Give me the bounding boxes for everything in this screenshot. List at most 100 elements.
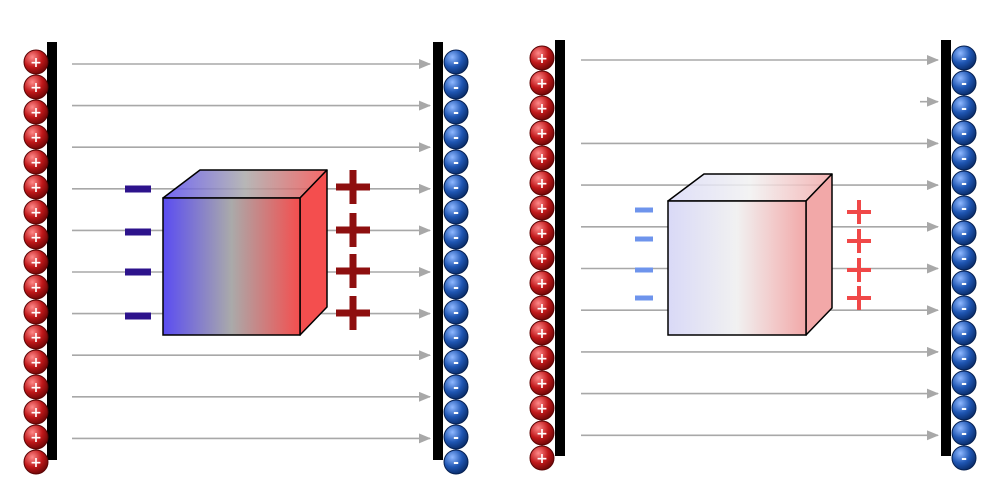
induced-positive-sign — [847, 258, 871, 282]
negative-charge-label: - — [961, 51, 967, 67]
positive-charge-ball: + — [529, 320, 555, 346]
negative-charge-label: - — [453, 180, 459, 196]
negative-charge-ball: - — [951, 270, 977, 296]
negative-charge-ball: - — [951, 295, 977, 321]
block-front-face — [162, 197, 301, 336]
negative-charge-label: - — [961, 451, 967, 467]
negative-charge-label: - — [453, 380, 459, 396]
negative-charge-ball: - — [443, 424, 469, 450]
positive-charge-label: + — [536, 126, 548, 142]
negative-charge-ball: - — [443, 174, 469, 200]
negative-charge-ball: - — [443, 274, 469, 300]
induced-negative-sign — [635, 267, 653, 273]
negative-charge-ball: - — [951, 345, 977, 371]
positive-charge-ball: + — [529, 270, 555, 296]
negative-charge-ball: - — [951, 320, 977, 346]
positive-charge-label: + — [30, 130, 42, 146]
positive-charge-ball: + — [23, 449, 49, 475]
induced-positive-sign — [847, 286, 871, 310]
positive-charge-ball: + — [529, 445, 555, 471]
negative-charge-ball: - — [443, 124, 469, 150]
negative-charge-label: - — [453, 255, 459, 271]
positive-charge-ball: + — [23, 124, 49, 150]
positive-charge-label: + — [30, 330, 42, 346]
positive-charge-ball: + — [23, 249, 49, 275]
positive-charge-label: + — [30, 255, 42, 271]
positive-charge-ball: + — [23, 224, 49, 250]
dielectric-block — [667, 173, 833, 336]
negative-charge-ball: - — [443, 99, 469, 125]
positive-charge-label: + — [30, 405, 42, 421]
block-front-face — [667, 200, 807, 336]
negative-charge-ball: - — [443, 199, 469, 225]
positive-charge-label: + — [30, 105, 42, 121]
positive-plate — [555, 40, 565, 456]
induced-negative-sign — [635, 207, 653, 213]
negative-charge-label: - — [453, 355, 459, 371]
induced-negative-sign — [635, 236, 653, 242]
induced-negative-sign — [125, 312, 151, 320]
positive-charge-label: + — [536, 401, 548, 417]
positive-charge-label: + — [30, 180, 42, 196]
positive-charge-ball: + — [529, 170, 555, 196]
positive-charge-ball: + — [23, 349, 49, 375]
induced-positive-sign — [336, 170, 370, 204]
negative-charge-label: - — [961, 426, 967, 442]
block-top-face — [667, 173, 833, 202]
positive-charge-ball: + — [529, 195, 555, 221]
induced-charges — [125, 170, 871, 330]
positive-charge-label: + — [536, 301, 548, 317]
positive-charge-ball: + — [529, 45, 555, 71]
positive-charge-label: + — [536, 351, 548, 367]
induced-positive-sign — [336, 296, 370, 330]
block-top-face — [162, 169, 328, 199]
positive-charge-ball: + — [23, 299, 49, 325]
negative-charge-ball: - — [951, 45, 977, 71]
negative-charge-label: - — [453, 230, 459, 246]
negative-charge-ball: - — [443, 299, 469, 325]
negative-charge-ball: - — [443, 324, 469, 350]
positive-charge-ball: + — [529, 370, 555, 396]
negative-charge-ball: - — [443, 74, 469, 100]
negative-charge-label: - — [961, 176, 967, 192]
positive-charge-label: + — [536, 76, 548, 92]
negative-charge-label: - — [453, 455, 459, 471]
negative-charge-label: - — [961, 76, 967, 92]
positive-charge-label: + — [30, 380, 42, 396]
negative-charge-ball: - — [951, 370, 977, 396]
negative-charge-label: - — [961, 351, 967, 367]
induced-negative-sign — [125, 185, 151, 193]
positive-charge-ball: + — [529, 420, 555, 446]
negative-charge-label: - — [961, 276, 967, 292]
positive-charge-ball: + — [23, 49, 49, 75]
negative-charge-ball: - — [443, 249, 469, 275]
positive-charge-label: + — [536, 51, 548, 67]
negative-charge-label: - — [961, 101, 967, 117]
positive-charge-label: + — [536, 276, 548, 292]
block-side-face — [805, 173, 833, 336]
dielectric-blocks — [162, 169, 833, 336]
negative-charge-label: - — [453, 280, 459, 296]
positive-charge-ball: + — [529, 345, 555, 371]
induced-negative-sign — [635, 295, 653, 301]
negative-charge-label: - — [453, 105, 459, 121]
positive-charge-ball: + — [23, 199, 49, 225]
positive-charge-ball: + — [529, 120, 555, 146]
positive-charge-ball: + — [23, 274, 49, 300]
induced-negative-sign — [125, 268, 151, 276]
positive-charge-label: + — [536, 176, 548, 192]
negative-charge-ball: - — [951, 70, 977, 96]
negative-charge-label: - — [453, 130, 459, 146]
positive-charge-ball: + — [529, 395, 555, 421]
positive-charge-label: + — [536, 451, 548, 467]
positive-charge-label: + — [30, 55, 42, 71]
negative-charge-ball: - — [951, 95, 977, 121]
negative-charge-label: - — [961, 326, 967, 342]
negative-charge-label: - — [961, 401, 967, 417]
negative-charge-label: - — [453, 430, 459, 446]
negative-charge-ball: - — [443, 399, 469, 425]
block-side-face — [299, 169, 328, 336]
negative-charge-label: - — [453, 55, 459, 71]
negative-charge-ball: - — [951, 120, 977, 146]
